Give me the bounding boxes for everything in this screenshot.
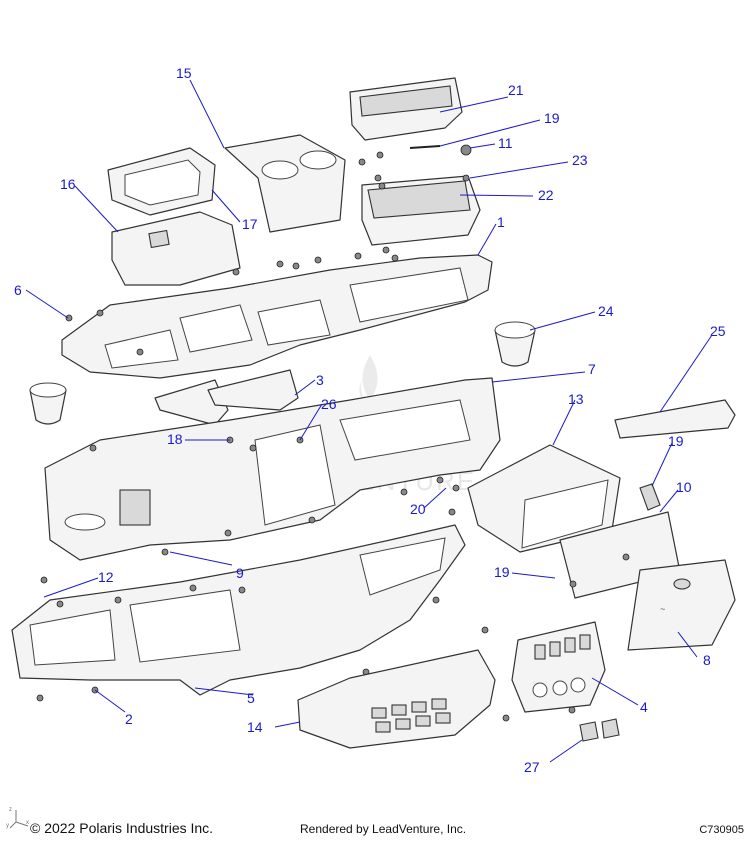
- callout-8[interactable]: 8: [703, 652, 711, 668]
- screw-19-top: [409, 145, 441, 149]
- part-22-bezel[interactable]: [349, 77, 463, 141]
- callout-25[interactable]: 24: [598, 303, 614, 319]
- callout-10[interactable]: 10: [676, 479, 692, 495]
- rendered-by-text: Rendered by LeadVenture, Inc.: [300, 822, 467, 836]
- callout-4[interactable]: 4: [640, 699, 648, 715]
- callout-20[interactable]: 19: [668, 433, 684, 449]
- callout-11[interactable]: 11: [498, 135, 513, 151]
- callout-19-top[interactable]: 19: [544, 110, 560, 126]
- part-14-lower-panel[interactable]: [297, 649, 496, 749]
- callout-19-mid[interactable]: 19: [494, 564, 510, 580]
- callout-14[interactable]: 14: [247, 719, 263, 735]
- callout-18[interactable]: 18: [167, 431, 183, 447]
- callout-5[interactable]: 5: [247, 690, 255, 706]
- svg-text:~: ~: [660, 604, 665, 614]
- part-25-cup-insert[interactable]: [494, 321, 536, 367]
- callout-12[interactable]: 12: [98, 569, 114, 585]
- part-20-latch[interactable]: [639, 483, 661, 511]
- callout-7[interactable]: 7: [588, 361, 596, 377]
- callout-2[interactable]: 2: [125, 711, 133, 727]
- part-8-door[interactable]: ~: [627, 559, 736, 651]
- part-15-cupholder-panel[interactable]: [224, 134, 346, 233]
- part-3-brackets[interactable]: [154, 369, 299, 426]
- callout-16[interactable]: 16: [60, 176, 76, 192]
- callout-26[interactable]: 25: [710, 323, 726, 339]
- part-16-cluster-housing[interactable]: [111, 211, 241, 286]
- callout-22[interactable]: 21: [508, 82, 524, 98]
- part-5-lower-dash[interactable]: [11, 524, 466, 696]
- callout-17[interactable]: 17: [242, 216, 258, 232]
- part-23-storage-bin[interactable]: [361, 175, 481, 246]
- axis-label-z: z: [9, 807, 12, 813]
- part-7-main-dash[interactable]: [44, 377, 501, 561]
- callout-1[interactable]: 1: [497, 214, 505, 230]
- callout-9[interactable]: 9: [236, 565, 244, 581]
- callout-28[interactable]: 27: [524, 759, 540, 775]
- callout-27[interactable]: 26: [321, 396, 337, 412]
- callout-13[interactable]: 13: [568, 391, 584, 407]
- callout-23[interactable]: 22: [538, 187, 554, 203]
- fastener-24: [462, 174, 470, 182]
- axis-label-x: x: [26, 820, 29, 826]
- part-17-gauge-shroud[interactable]: [107, 147, 216, 216]
- callouts: 15 21 19 11 23 22 16 17 1 6 24 25 7 3 13…: [14, 65, 726, 775]
- axis-label-y: y: [6, 823, 9, 829]
- callout-21[interactable]: 20: [410, 501, 426, 517]
- callout-6[interactable]: 6: [14, 282, 22, 298]
- callout-24[interactable]: 23: [572, 152, 588, 168]
- callout-15[interactable]: 15: [176, 65, 192, 81]
- fastener-11: [460, 144, 472, 156]
- leader-lines: [25, 79, 713, 763]
- fasteners-row-upper: [65, 246, 399, 356]
- small-fasteners-top: [358, 151, 386, 190]
- part-4-switch-bezel[interactable]: [511, 621, 606, 713]
- callout-3[interactable]: 3: [316, 372, 324, 388]
- copyright-text: © 2022 Polaris Industries Inc.: [30, 820, 214, 836]
- part-cup-insert-left[interactable]: [29, 382, 67, 425]
- part-1-upper-dash[interactable]: [61, 254, 493, 379]
- part-26-trim[interactable]: [614, 399, 736, 439]
- part-28-clips[interactable]: [579, 718, 620, 742]
- axis-triad-icon: z x y: [6, 807, 29, 829]
- figure-id: C730905: [699, 824, 744, 836]
